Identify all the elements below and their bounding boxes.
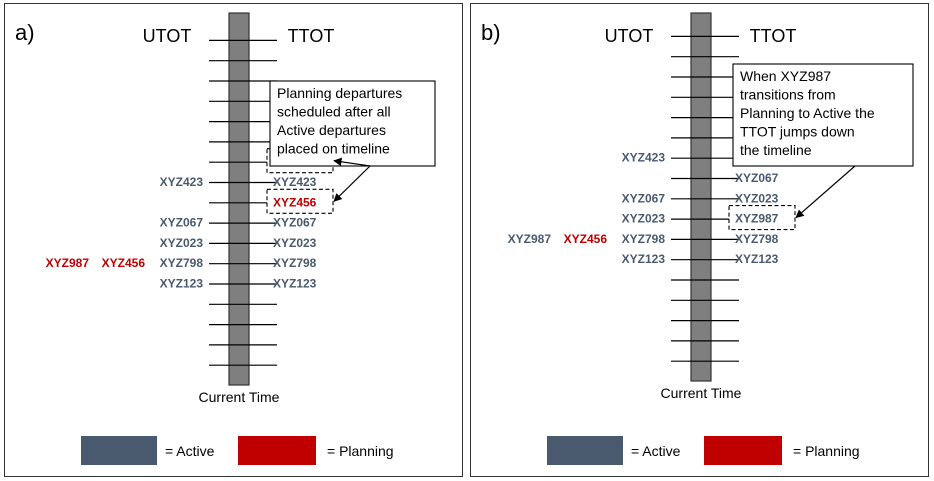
callout-text-line: the timeline — [740, 142, 812, 158]
legend-planning-label: = Planning — [327, 443, 394, 459]
panel-label: a) — [15, 20, 35, 45]
legend-active-label: = Active — [165, 443, 215, 459]
current-time-label: Current Time — [199, 389, 280, 405]
legend-active-swatch — [547, 436, 623, 465]
utot-flight-label: XYZ423 — [160, 175, 204, 189]
utot-pending-flight-label: XYZ456 — [564, 232, 608, 246]
timeline-bar — [690, 12, 712, 382]
utot-header: UTOT — [605, 26, 654, 46]
callout-box — [269, 80, 436, 167]
ttot-flight-label: XYZ798 — [735, 232, 779, 246]
ttot-flight-label: XYZ023 — [735, 191, 779, 205]
callout-text-line: transitions from — [740, 87, 836, 103]
utot-pending-flight-label: XYZ456 — [102, 256, 146, 270]
callout-text-line: When XYZ987 — [740, 68, 831, 84]
ttot-flight-label: XYZ023 — [273, 236, 317, 250]
utot-flight-label: XYZ067 — [622, 191, 666, 205]
legend-active-label: = Active — [631, 443, 681, 459]
ttot-flight-label: XYZ987 — [735, 212, 779, 226]
callout-text-line: TTOT jumps down — [740, 124, 855, 140]
callout-text-line: scheduled after all — [277, 104, 391, 120]
utot-flight-label: XYZ023 — [160, 236, 204, 250]
ttot-flight-label: XYZ067 — [273, 216, 317, 230]
callout-text-line: Active departures — [277, 122, 386, 138]
ttot-flight-label: XYZ067 — [735, 171, 779, 185]
callout-text-line: Planning to Active the — [740, 105, 875, 121]
legend-planning-swatch — [238, 436, 316, 465]
utot-flight-label: XYZ123 — [160, 277, 204, 291]
callout-arrow — [333, 165, 371, 202]
utot-pending-flight-label: XYZ987 — [46, 256, 90, 270]
legend-planning-label: = Planning — [793, 443, 860, 459]
callout-arrow — [333, 157, 371, 167]
ttot-flight-label: XYZ798 — [273, 256, 317, 270]
utot-pending-flight-label: XYZ987 — [508, 232, 552, 246]
utot-flight-label: XYZ423 — [622, 151, 666, 165]
callout-text-line: Planning departures — [277, 85, 402, 101]
highlight-box — [266, 188, 334, 214]
utot-flight-label: XYZ067 — [160, 216, 204, 230]
panel-label: b) — [481, 20, 501, 45]
timeline-diagram-a: a) UTOT TTOT Current Time XYZ423XYZ067XYZ023… — [15, 12, 436, 465]
ttot-flight-label: XYZ423 — [273, 175, 317, 189]
ttot-header: TTOT — [288, 26, 335, 46]
ttot-header: TTOT — [750, 26, 797, 46]
legend-active-swatch — [81, 436, 157, 465]
legend-planning-swatch — [704, 436, 782, 465]
highlight-box — [728, 205, 796, 231]
callout-box — [732, 63, 914, 167]
ttot-flight-label: XYZ123 — [735, 252, 779, 266]
utot-flight-label: XYZ798 — [160, 256, 204, 270]
ttot-flight-label: XYZ456 — [273, 195, 317, 209]
timeline-bar — [228, 12, 250, 386]
utot-flight-label: XYZ023 — [622, 212, 666, 226]
callout-text-line: placed on timeline — [277, 141, 390, 157]
callout-arrow — [795, 165, 856, 219]
utot-flight-label: XYZ123 — [622, 252, 666, 266]
ttot-flight-label: XYZ123 — [273, 277, 317, 291]
utot-flight-label: XYZ798 — [622, 232, 666, 246]
current-time-label: Current Time — [661, 385, 742, 401]
utot-header: UTOT — [143, 26, 192, 46]
